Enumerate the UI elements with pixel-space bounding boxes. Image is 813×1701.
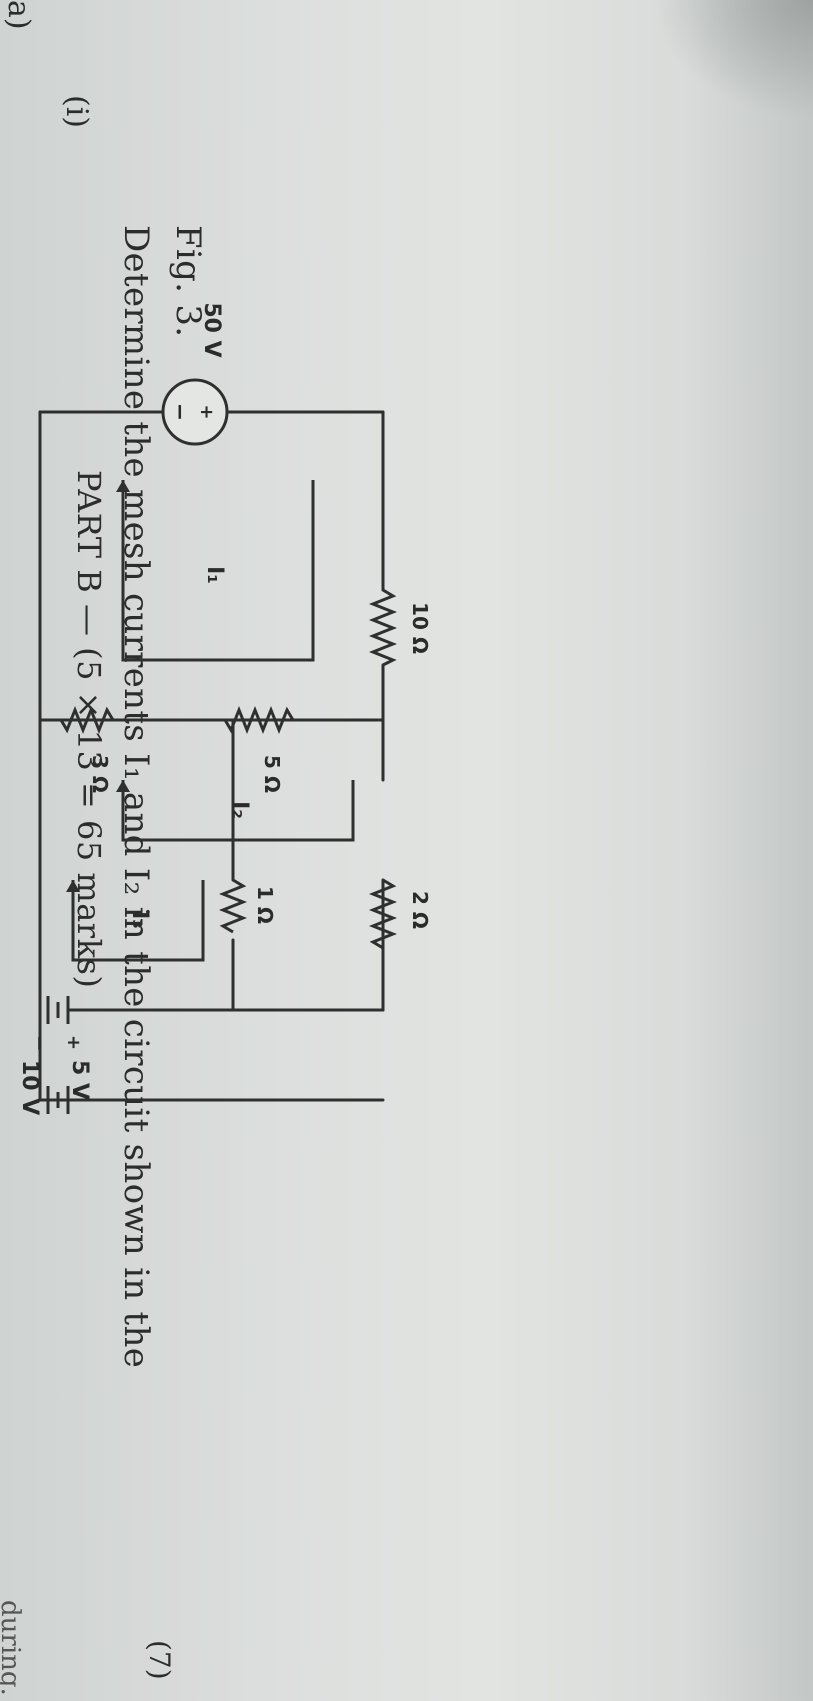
label-10-ohm: 10 Ω — [408, 602, 432, 654]
mesh-arrow-i3-head — [66, 880, 80, 892]
battery-10v — [46, 996, 70, 1024]
mesh-i3-label: I₃ — [127, 911, 152, 929]
battery-10v-minus: − — [28, 1035, 52, 1052]
source-50v-minus-sign: − — [167, 403, 192, 421]
mesh-arrow-i2 — [121, 780, 355, 842]
mesh-arrow-i3 — [71, 880, 205, 962]
resistor-5-ohm — [223, 705, 295, 735]
source-50v-plus-sign: + — [196, 404, 217, 419]
label-3-ohm: 3 Ω — [88, 755, 112, 793]
page-corner-shadow — [653, 0, 813, 120]
battery-5v — [46, 1086, 70, 1114]
resistor-1-ohm — [218, 878, 248, 934]
battery-10v-plus: + — [63, 1035, 84, 1050]
mesh-arrow-i2-head — [116, 780, 130, 792]
label-2-ohm: 2 Ω — [408, 891, 432, 929]
mesh-i1-label: I₁ — [202, 566, 227, 584]
mesh-arrow-i1 — [121, 480, 315, 662]
resistor-10-ohm — [368, 588, 398, 667]
label-5-ohm: 5 Ω — [260, 755, 284, 793]
mesh-arrow-i1-head — [116, 480, 130, 492]
resistor-2-ohm — [368, 878, 398, 950]
mesh-i2-label: I₂ — [227, 801, 252, 819]
resistor-3-ohm — [59, 705, 115, 735]
source-50v-label: 50 V — [199, 302, 224, 357]
battery-5v-label: 5 V — [67, 1060, 92, 1100]
label-1-ohm: 1 Ω — [253, 886, 277, 924]
voltage-source-50v — [161, 378, 229, 446]
battery-10v-label: 10 V — [17, 1060, 42, 1115]
